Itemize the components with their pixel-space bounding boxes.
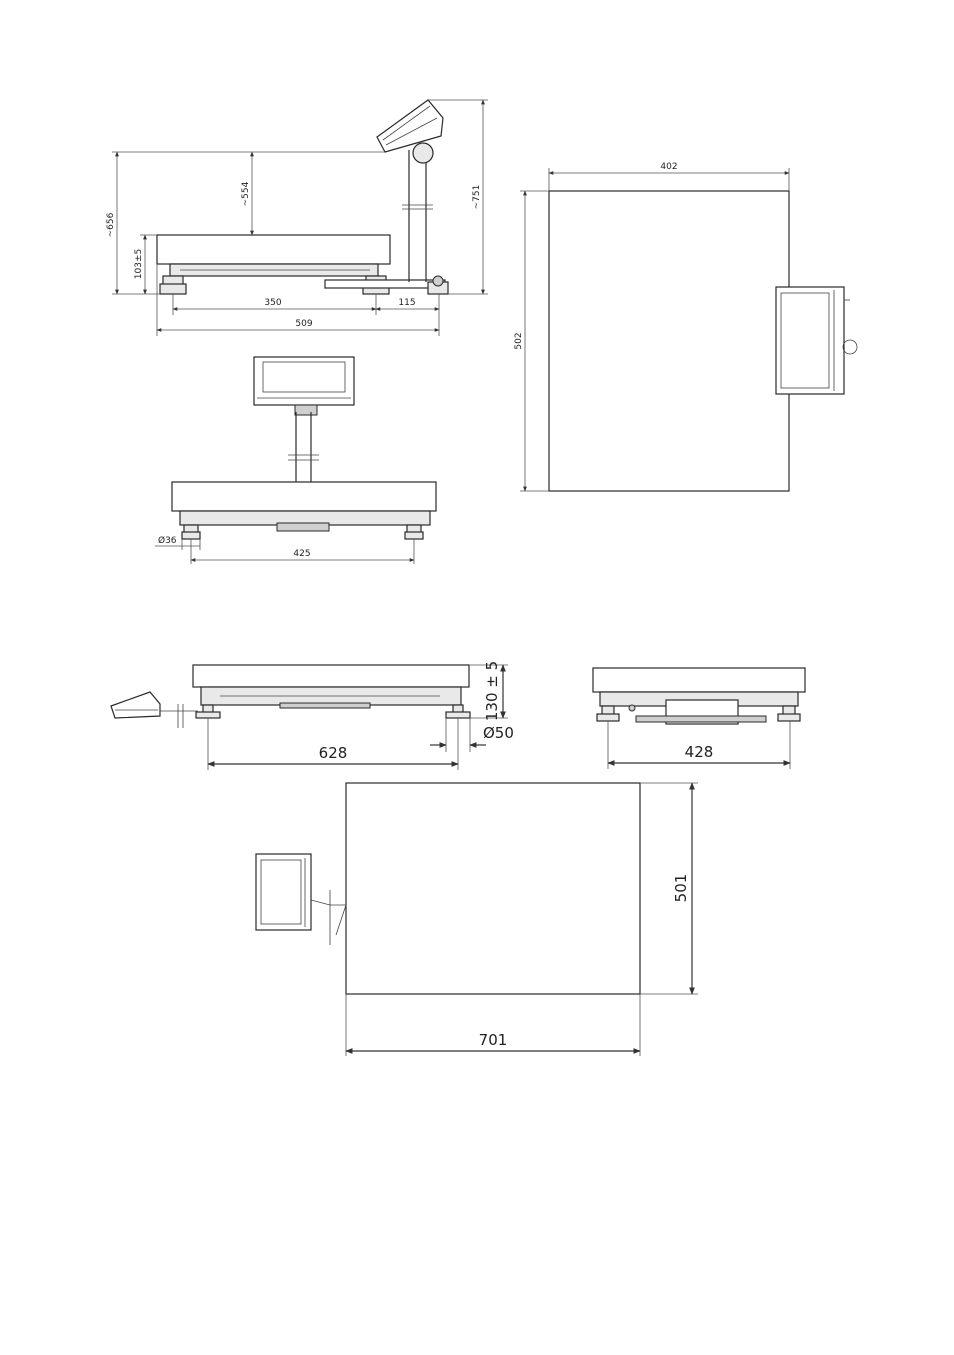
dim-top-width: 402 [660,162,677,172]
bottom-front-foot-left [596,713,620,722]
dim-stand-offset: 115 [398,298,415,308]
dim-bottom-top-width: 701 [479,1031,508,1049]
dim-platform-height: 103±5 [134,249,144,279]
foot-front-right [404,531,424,540]
dim-display-height: ~554 [241,181,251,206]
bottom-foot-right [445,711,471,719]
dim-bottom-front-foot-spacing: 428 [685,743,714,761]
bottom-front-foot-right [777,713,801,722]
dim-foot-diameter: Ø36 [158,535,177,546]
stand-arm [324,279,446,289]
display-top-view [775,286,845,395]
dim-total-length: 509 [295,319,312,329]
bottom-front-view: 428 [592,667,806,769]
dim-stand-height: ~751 [472,185,482,210]
platform-top [156,234,391,265]
bottom-top-view: 501 701 [255,782,698,1056]
dim-bottom-top-depth: 501 [672,874,690,903]
top-top-view: 402 502 [514,162,858,492]
dim-front-foot-spacing: 425 [293,549,310,559]
stand-bracket [276,522,330,532]
platform-top-view [548,190,790,492]
dim-total-height: ~656 [106,212,116,237]
foot-left-pad [159,283,187,295]
dim-foot-spacing: 350 [264,298,281,308]
top-side-view: ~656 103±5 ~554 ~751 350 115 509 [106,99,488,336]
display-front [253,356,355,406]
bottom-side-view: 130 ± 5 Ø50 628 [110,661,514,770]
dim-top-depth: 502 [514,332,524,349]
bottom-foot-left [195,711,221,719]
dim-bottom-height: 130 ± 5 [483,661,501,721]
display-head [376,99,444,153]
dim-bottom-foot-spacing: 628 [319,744,348,762]
bottom-front-platform [592,667,806,693]
platform-front [171,481,437,512]
stand-knob [432,275,444,287]
indicator-side [110,691,161,719]
bottom-indicator-top-view [255,853,312,931]
dim-bottom-foot-diameter: Ø50 [483,724,514,742]
bottom-platform-top-view [345,782,641,995]
display-hinge [412,142,434,164]
top-front-view: Ø36 425 [155,356,437,564]
bottom-platform-top [192,664,470,688]
foot-front-left [181,531,201,540]
